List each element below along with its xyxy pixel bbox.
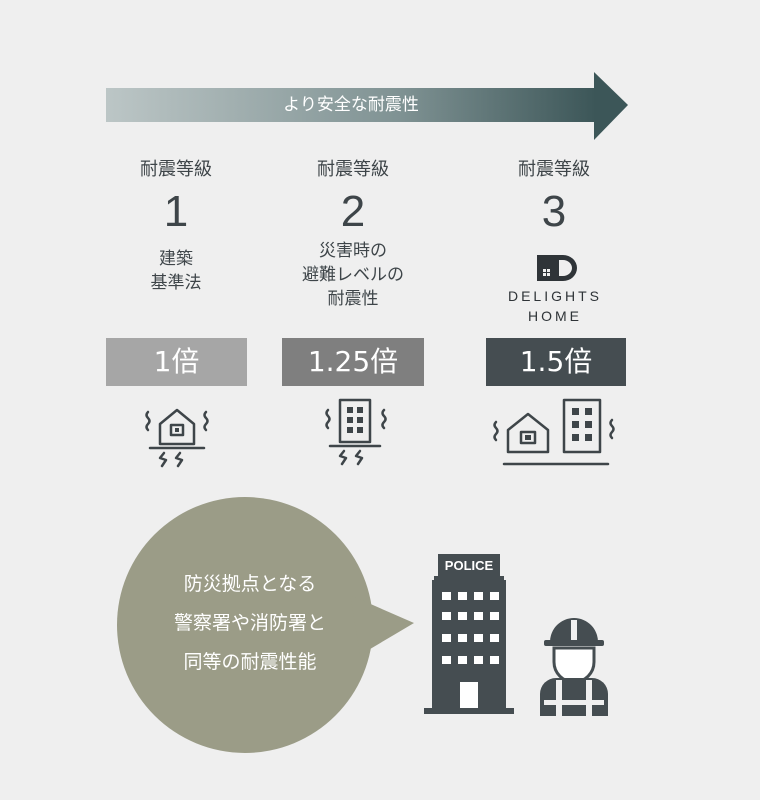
police-sign: POLICE [444,558,494,573]
speech-bubble-text: 防災拠点となる 警察署や消防署と 同等の耐震性能 [130,565,370,682]
grade-label: 耐震等級 [518,159,590,180]
grade-desc-line: 災害時の [319,241,387,261]
brand-line: HOME [528,308,582,324]
grade-label: 耐震等級 [317,159,389,180]
grade-1-multiplier: 1倍 [106,338,247,386]
grade-1-column: 耐震等級 1 建築 基準法 [91,155,261,295]
house-quake-icon [145,408,209,468]
brand-line: DELIGHTS [507,288,602,304]
grade-desc-line: 耐震性 [327,289,379,309]
brand-name: DELIGHTS HOME [494,286,616,326]
bubble-line: 防災拠点となる [183,573,317,595]
grade-number: 1 [163,187,189,236]
building-quake-icon [325,398,387,466]
bubble-line: 警察署や消防署と [173,612,326,634]
safety-arrow-label: より安全な耐震性 [283,95,419,115]
grade-3-multiplier: 1.5倍 [486,338,626,386]
delights-home-logo-icon [537,255,577,281]
grade-label: 耐震等級 [140,159,212,180]
police-building-icon [424,554,514,714]
house-building-stable-icon [493,398,615,466]
grade-number: 3 [541,187,567,236]
grade-desc-line: 避難レベルの [302,265,404,285]
grade-2-multiplier: 1.25倍 [282,338,424,386]
grade-3-column: 耐震等級 3 [469,155,639,237]
firefighter-icon [540,618,608,716]
grade-2-column: 耐震等級 2 災害時の 避難レベルの 耐震性 [268,155,438,311]
bubble-line: 同等の耐震性能 [183,651,317,673]
grade-number: 2 [340,187,366,236]
grade-desc-line: 基準法 [150,273,202,293]
speech-bubble [117,497,414,753]
grade-desc-line: 建築 [159,249,193,269]
